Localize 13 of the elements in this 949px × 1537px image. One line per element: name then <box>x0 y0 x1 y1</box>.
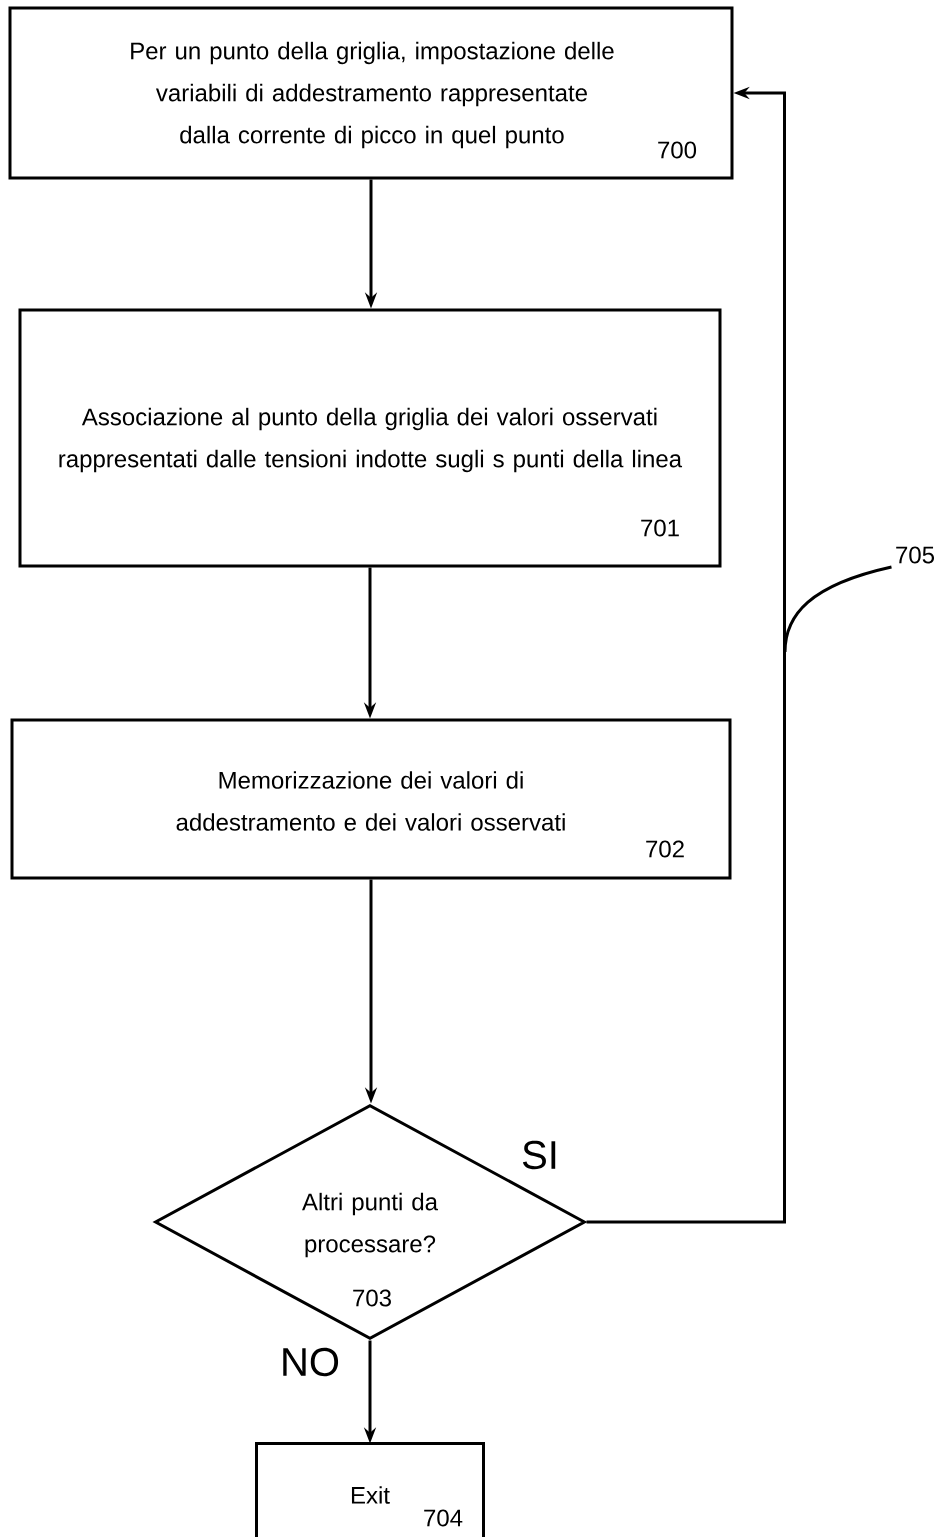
step-number: 703 <box>353 1289 391 1307</box>
step-number: 702 <box>646 840 684 858</box>
edge-label: NO <box>283 1347 339 1377</box>
callout-number: 705 <box>896 546 934 564</box>
step-number: 700 <box>658 141 697 159</box>
process-box: Per un punto della griglia, impostazione delle variabili di addestramento rappresentate dalla corrente di picco in quel punto 700 <box>8 6 734 180</box>
process-box: Associazione al punto della griglia dei valori osservati rappresentati dalle tensioni indotte sugli s punti della linea 701 <box>18 308 722 568</box>
end-box: Exit 704 <box>255 1442 485 1537</box>
process-box: Memorizzazione dei valori di addestramento e dei valori osservati 702 <box>10 718 732 880</box>
edge-label: SI <box>522 1140 556 1170</box>
leader-line <box>783 565 892 653</box>
step-number: 701 <box>641 519 679 537</box>
step-number: 704 <box>424 1509 463 1527</box>
